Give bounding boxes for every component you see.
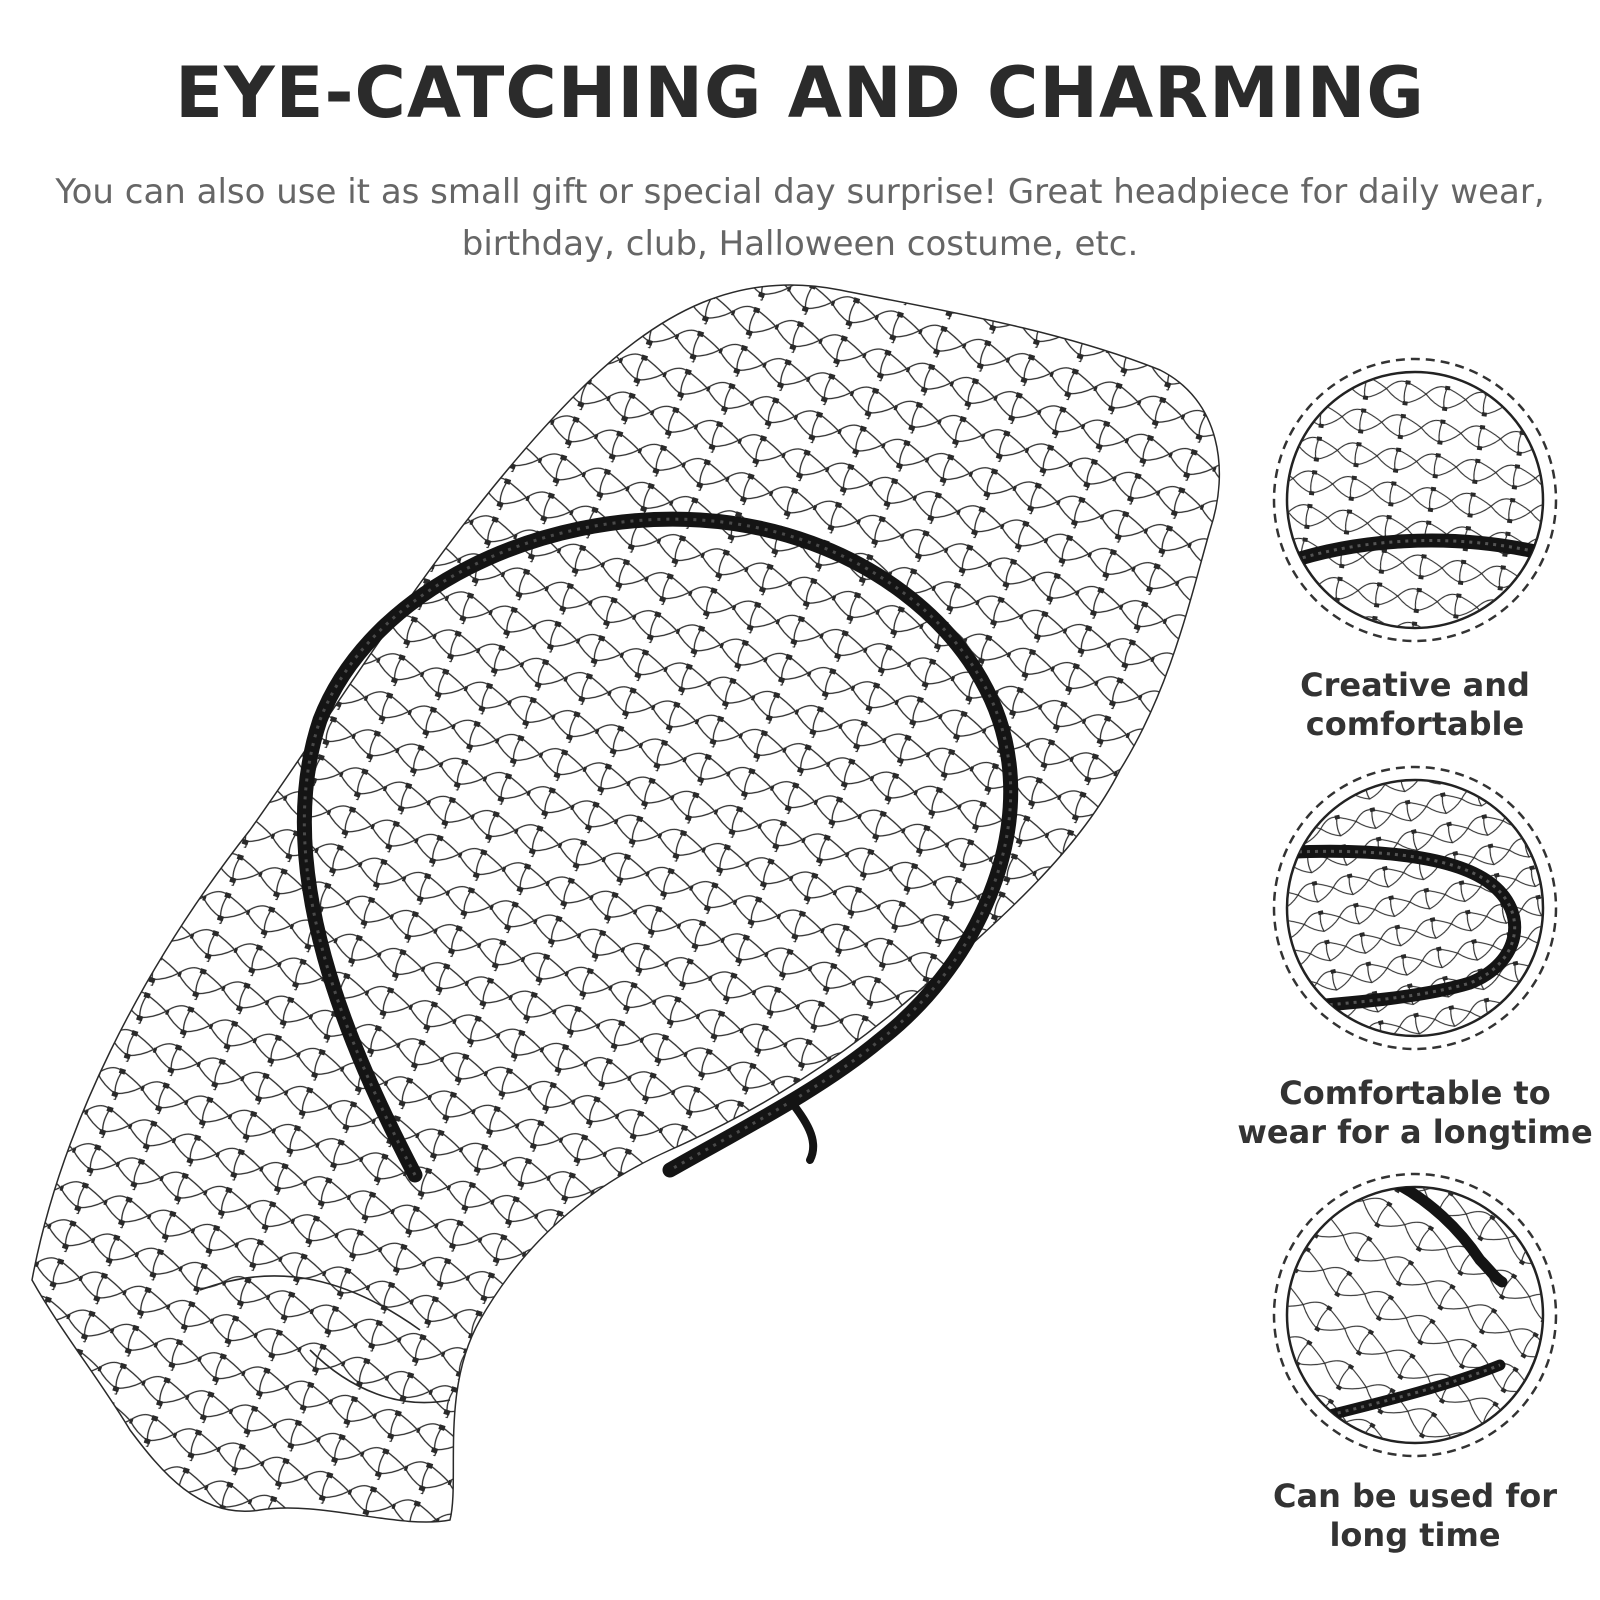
veil-headband-image <box>31 284 1221 1523</box>
page-subtitle: You can also use it as small gift or spe… <box>55 172 1545 264</box>
page-title: EYE-CATCHING AND CHARMING <box>175 52 1425 134</box>
detail-circle-3 <box>1272 1172 1558 1458</box>
detail-circle-2 <box>1272 765 1558 1051</box>
detail-circle-1 <box>1272 357 1558 643</box>
feature-caption-2: Comfortable to wear for a longtime <box>1237 1074 1593 1151</box>
feature-caption-1: Creative and comfortable <box>1300 666 1530 743</box>
feature-caption-3: Can be used for long time <box>1272 1477 1557 1554</box>
